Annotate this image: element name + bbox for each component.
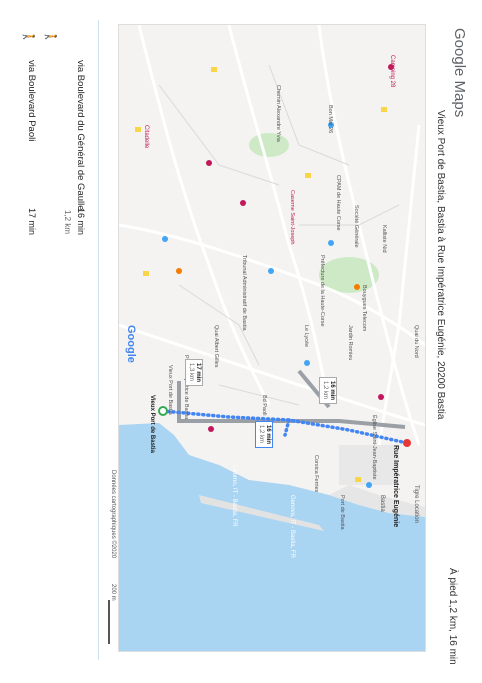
walking-person-icon: 🚶: [22, 30, 34, 44]
walking-route: [161, 409, 409, 445]
origin-marker: [158, 406, 168, 416]
map-scale: 200 m: [110, 584, 116, 601]
map-label: Bon Mat 26: [327, 105, 333, 134]
map-label: Camping 28: [389, 55, 395, 88]
route-item-2-time: 17 min: [27, 208, 37, 236]
map-label: CPAM de Haute Corse: [335, 175, 341, 231]
map-label: Kalliste Nid: [381, 225, 387, 253]
map-label: Société Générale: [353, 205, 359, 248]
google-maps-logo: Google Maps: [450, 28, 468, 117]
map-label: Vieux Port de Bastia: [167, 365, 173, 415]
route-bubble-2[interactable]: 16 min 1,2 km: [255, 421, 273, 449]
route-item-1-distance: 1,2 km: [63, 210, 72, 235]
route-item-1-time: 16 min: [76, 208, 86, 236]
route-bubble-1[interactable]: 16 min 1,2 km: [319, 377, 337, 405]
google-watermark: Google: [125, 325, 137, 363]
map-canvas[interactable]: Rue Impératrice Eugénie Vieux Port de Ba…: [118, 24, 426, 652]
sea-area: [119, 423, 425, 651]
page-title: Vieux Port de Bastia, Bastia à Rue Impér…: [435, 110, 446, 420]
minor-roads: [158, 64, 400, 406]
map-label: Citadelle: [143, 125, 149, 149]
map-label: Tribunal Administratif de Bastia: [241, 255, 247, 331]
road-network: [119, 25, 425, 446]
park-area: [319, 257, 379, 293]
map-label: Bouygues Telecom: [361, 285, 367, 332]
route-item-1[interactable]: 🚶: [42, 30, 60, 44]
port-block: [339, 445, 399, 485]
breakwater: [199, 495, 324, 531]
scale-bar: [108, 600, 110, 644]
route-item-2-name: via Boulevard Paoli: [26, 60, 37, 142]
map-label: Préfecture de la Haute-Corse: [319, 255, 325, 327]
destination-marker: [403, 439, 411, 447]
route-item-1-name: via Boulevard du Général de Gaulle: [75, 60, 86, 211]
poi-pins: [162, 64, 394, 488]
map-label: Genova, IT - Bastia, FR: [289, 495, 295, 558]
route-bubble-3[interactable]: 17 min 1,3 km: [185, 359, 203, 387]
map-label: Quai du Nord: [413, 325, 419, 358]
map-label: Corsica Ferries: [313, 455, 319, 493]
route-divider: [98, 20, 99, 660]
route-summary: À pied 1,2 km, 16 min: [447, 568, 458, 665]
map-label: Port de Bastia: [339, 495, 345, 530]
map-label: Jardin Romieu: [347, 325, 353, 361]
map-attribution: Données cartographiques ©2020: [110, 470, 116, 559]
map-label: Caserne Saint-Joseph: [289, 190, 295, 245]
park-area: [249, 133, 289, 157]
map-label: Livorno, IT - Bastia, FR: [231, 465, 237, 527]
walking-person-icon: 🚶: [44, 30, 56, 44]
map-label-origin: Rue Impératrice Eugénie: [392, 445, 399, 528]
harbor-pier: [329, 485, 425, 517]
logo-text: Google Maps: [451, 28, 468, 118]
walking-route: [283, 418, 291, 437]
map-label-destination: Vieux Port de Bastia: [149, 395, 155, 453]
map-label: Église Saint-Jean-Baptiste: [371, 415, 377, 480]
map-label: Bastia: [379, 495, 385, 512]
map-label: Quai Albert Gilles: [213, 325, 219, 368]
map-label: Tigre Location: [413, 485, 419, 523]
map-svg: [119, 25, 425, 651]
map-label: Bd Paoli: [261, 395, 267, 416]
route-item-2[interactable]: 🚶: [20, 30, 38, 44]
road-shields: [135, 67, 387, 482]
map-label: Chemin Alexandre Yvia: [275, 85, 281, 142]
map-label: Le Lycée: [303, 325, 309, 348]
